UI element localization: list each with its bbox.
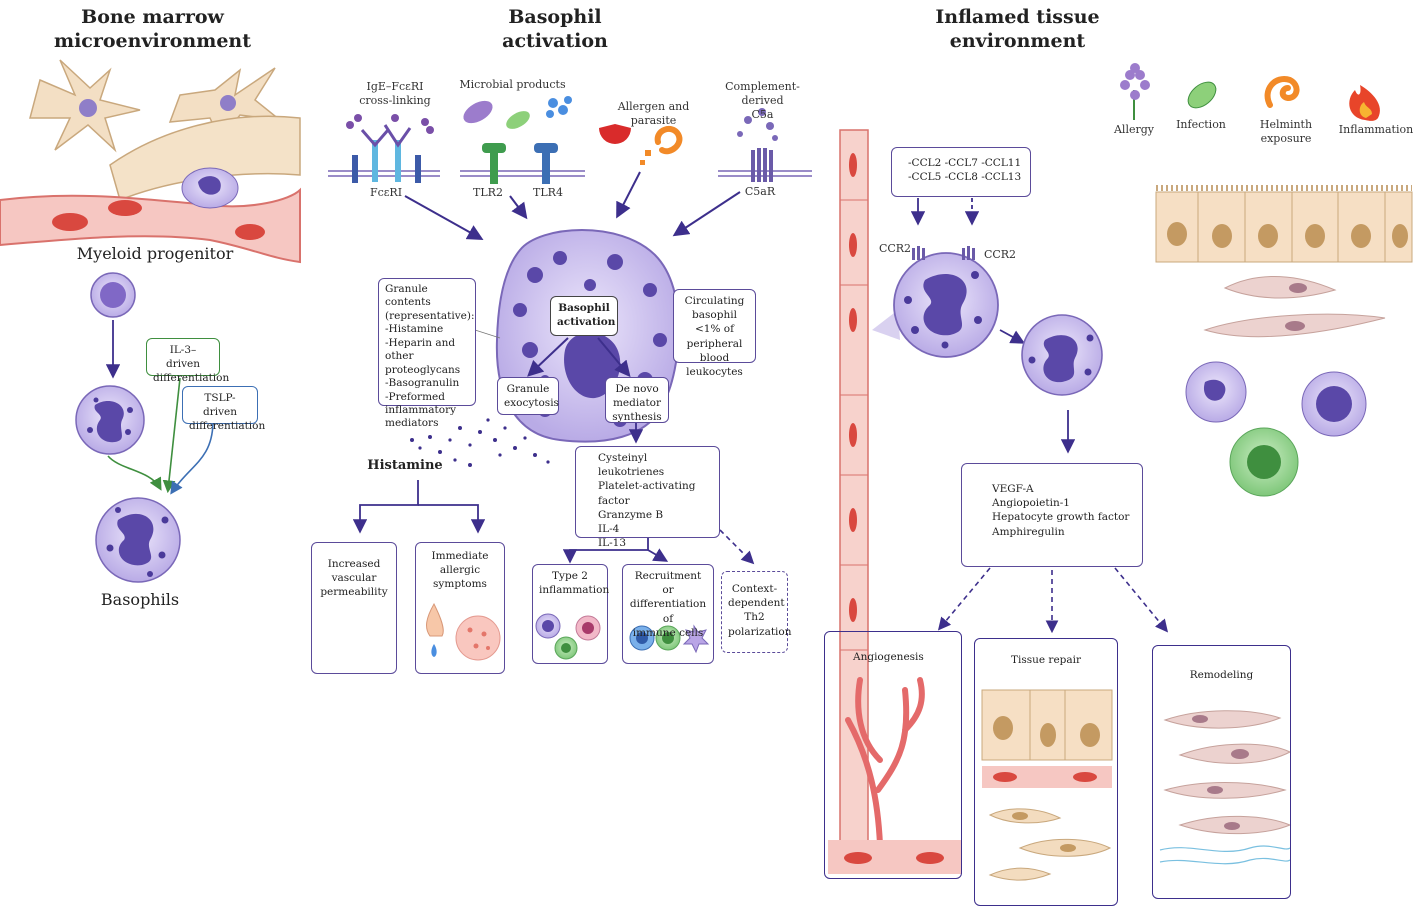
bone-marrow-vessel bbox=[0, 167, 301, 264]
infection-icon bbox=[1187, 81, 1217, 109]
legend-helminth-label: Helminth exposure bbox=[1259, 118, 1313, 145]
legend-allergy-label: Allergy bbox=[1113, 123, 1154, 136]
histamine-release-dots bbox=[410, 418, 550, 467]
synthesis-arrow bbox=[597, 337, 631, 378]
c5a-molecules-icon bbox=[737, 108, 778, 141]
basophils-label: Basophils bbox=[100, 590, 180, 609]
immature-basophil-cell bbox=[75, 385, 145, 455]
remodeling-panel: Remodeling bbox=[1152, 645, 1291, 899]
allergic-symptoms-illustration bbox=[426, 602, 501, 661]
fceri-arrow bbox=[404, 195, 484, 240]
histamine-arrow-right bbox=[418, 504, 486, 534]
bone-marrow-stroma bbox=[29, 59, 301, 202]
allergen-arrow bbox=[616, 171, 641, 219]
myeloid-progenitor-cell bbox=[90, 272, 136, 318]
histamine-arrow-left bbox=[352, 480, 419, 534]
c5ar-label: C5aR bbox=[744, 185, 776, 198]
mediator-arrow-th2 bbox=[719, 529, 755, 565]
legend-inflammation-label: Inflammation bbox=[1338, 123, 1414, 136]
microbial-products-title: Microbial products bbox=[459, 78, 566, 91]
c5ar-receptor-icon bbox=[751, 148, 773, 182]
tissue-immune-cells bbox=[1185, 361, 1367, 497]
mature-basophil-cell bbox=[95, 497, 181, 583]
inflammation-icon bbox=[1349, 85, 1380, 121]
tlr2-receptor-icon bbox=[482, 143, 506, 184]
tlr4-label: TLR4 bbox=[533, 186, 563, 199]
remodeling-arrow bbox=[1114, 567, 1169, 633]
exocytosis-arrow bbox=[527, 337, 569, 377]
myeloid-progenitor-label: Myeloid progenitor bbox=[76, 244, 234, 263]
tlr-arrow bbox=[509, 195, 528, 220]
mediator-arrow-recruit bbox=[647, 548, 669, 562]
helminth-icon bbox=[1264, 76, 1300, 108]
ccr2-right-label: CCR2 bbox=[983, 248, 1017, 261]
fceri-label: FcεRI bbox=[369, 186, 403, 199]
transmigrating-basophil-cell bbox=[872, 246, 999, 358]
tslp-arrow bbox=[170, 422, 214, 495]
granule-leader-line bbox=[474, 329, 501, 339]
mediator-arrow-type2 bbox=[562, 538, 649, 564]
fceri-receptor-icon bbox=[346, 114, 434, 183]
immune-cells-illustration bbox=[629, 624, 710, 654]
angiogenesis-panel: Angiogenesis bbox=[824, 631, 962, 879]
angiogenesis-arrow bbox=[937, 567, 991, 631]
remodeling-illustration bbox=[1159, 710, 1292, 865]
tissue-repair-panel: Tissue repair bbox=[974, 638, 1118, 906]
tlr4-receptor-icon bbox=[534, 143, 558, 184]
tissue-migration-arrow bbox=[999, 329, 1026, 344]
tissue-repair-illustration bbox=[981, 689, 1113, 881]
legend-infection-label: Infection bbox=[1176, 118, 1226, 131]
ccr2-left-label: CCR2 bbox=[878, 242, 912, 255]
tissue-basophil-cell bbox=[1021, 314, 1103, 396]
granule-contents-box: Granule contents(representative):-Histam… bbox=[378, 278, 476, 429]
allergy-icon bbox=[1120, 63, 1150, 120]
microbe-icons bbox=[463, 96, 572, 129]
il3-arrow bbox=[162, 377, 181, 494]
chemokines-box: -CCL2 -CCL7 -CCL11-CCL5 -CCL8 -CCL13 bbox=[891, 147, 1031, 197]
allergen-parasite-title: Allergen and parasite bbox=[617, 100, 690, 127]
allergen-parasite-icons bbox=[599, 124, 683, 165]
tlr2-label: TLR2 bbox=[473, 186, 503, 199]
angiogenesis-illustration bbox=[828, 677, 962, 874]
il3-join-arrow bbox=[107, 455, 162, 491]
type2-cells-illustration bbox=[535, 613, 601, 660]
c5ar-arrow bbox=[672, 191, 741, 237]
epithelium-illustration bbox=[1155, 185, 1413, 338]
histamine-label: Histamine bbox=[367, 458, 443, 473]
